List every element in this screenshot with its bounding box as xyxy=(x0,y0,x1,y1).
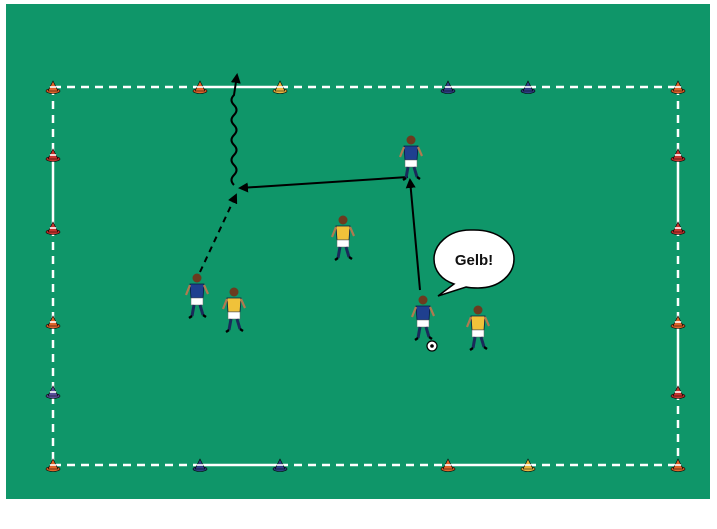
cone-icon xyxy=(45,80,61,94)
cone-icon xyxy=(670,315,686,329)
cone-icon xyxy=(670,221,686,235)
cones-group xyxy=(45,80,686,472)
cone-icon xyxy=(670,458,686,472)
pitch-background xyxy=(6,4,710,499)
movement-arrows xyxy=(199,73,421,291)
player-yellow-icon xyxy=(465,305,491,351)
cone-icon xyxy=(520,458,536,472)
speech-bubble: Gelb! xyxy=(433,229,515,297)
player-yellow-icon xyxy=(330,215,356,261)
run-arrow-dashed xyxy=(199,193,238,273)
field-boundary xyxy=(51,85,680,467)
cone-icon xyxy=(520,80,536,94)
speech-bubble-text: Gelb! xyxy=(455,252,493,269)
cone-icon xyxy=(45,458,61,472)
cone-icon xyxy=(440,458,456,472)
cone-icon xyxy=(440,80,456,94)
cone-icon xyxy=(45,385,61,399)
cone-icon xyxy=(670,385,686,399)
ball-icon xyxy=(426,340,438,352)
cone-icon xyxy=(272,80,288,94)
cone-icon xyxy=(45,148,61,162)
player-blue-icon xyxy=(410,295,436,341)
dribble-arrow xyxy=(230,73,241,186)
pass-arrow-to-left xyxy=(238,176,409,193)
cone-icon xyxy=(272,458,288,472)
cone-icon xyxy=(45,315,61,329)
cone-icon xyxy=(192,458,208,472)
player-blue-icon xyxy=(184,273,210,319)
players-group xyxy=(184,135,491,351)
player-yellow-icon xyxy=(221,287,247,333)
cone-icon xyxy=(192,80,208,94)
speech-bubble-icon xyxy=(433,229,515,297)
cone-icon xyxy=(670,80,686,94)
cone-icon xyxy=(670,148,686,162)
cone-icon xyxy=(45,221,61,235)
player-blue-icon xyxy=(398,135,424,181)
pass-arrow-upfield xyxy=(405,178,421,291)
